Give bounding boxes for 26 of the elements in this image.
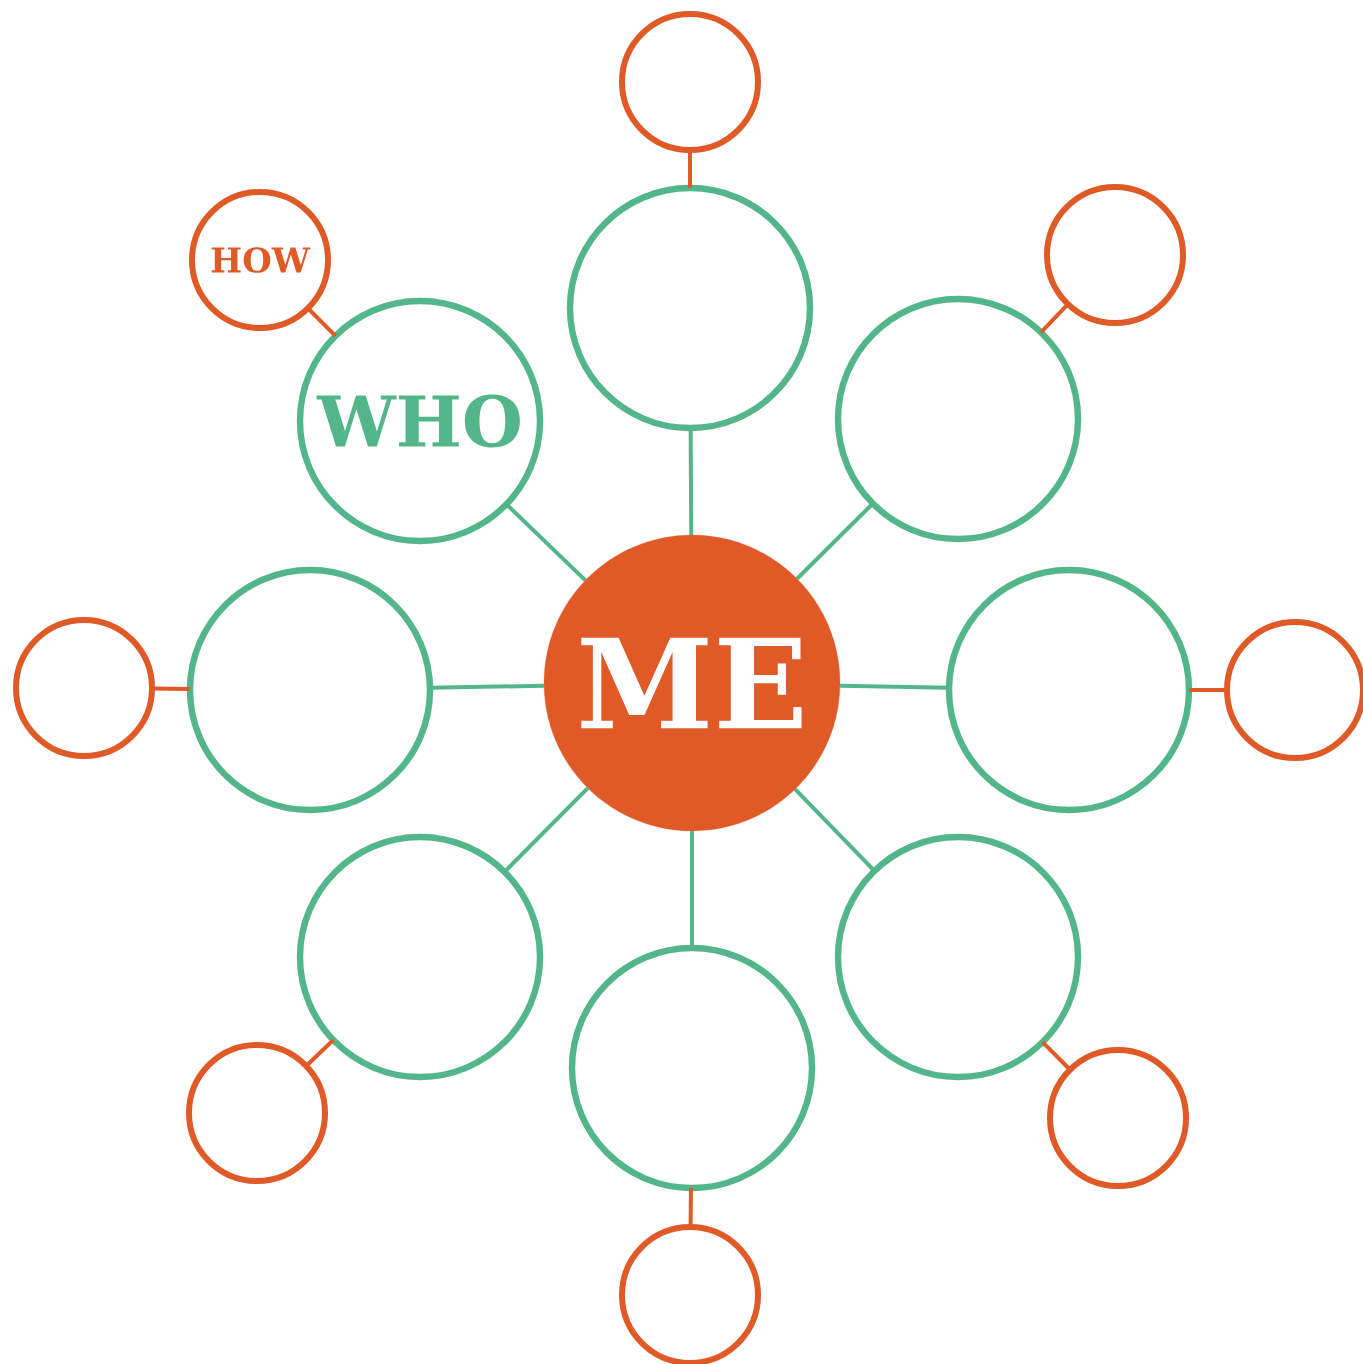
connector-line	[306, 306, 337, 338]
connector-line	[688, 1188, 693, 1228]
topic-circle	[568, 944, 816, 1192]
topic-circle	[834, 833, 1082, 1081]
connector-line	[795, 502, 875, 581]
connector-line	[688, 428, 694, 536]
topic-circle	[834, 295, 1082, 543]
connector-line	[1039, 302, 1070, 334]
idea-circle	[1044, 184, 1186, 326]
connector-line	[152, 686, 191, 691]
idea-circle	[186, 1042, 328, 1184]
connector-line	[690, 831, 694, 948]
topic-circle	[945, 566, 1193, 814]
connector-line	[304, 1038, 335, 1068]
topic-circle	[566, 184, 814, 432]
connector-line	[1041, 1040, 1072, 1072]
connector-line	[503, 786, 590, 874]
connector-line	[688, 150, 692, 188]
topic-circle	[186, 566, 434, 814]
idea-circle	[13, 617, 155, 759]
idea-circle	[619, 11, 761, 153]
connector-line	[505, 502, 587, 582]
topic-circle	[296, 833, 544, 1081]
connector-line	[1189, 688, 1227, 692]
idea-circle	[1047, 1047, 1189, 1189]
connector-line	[793, 787, 876, 873]
